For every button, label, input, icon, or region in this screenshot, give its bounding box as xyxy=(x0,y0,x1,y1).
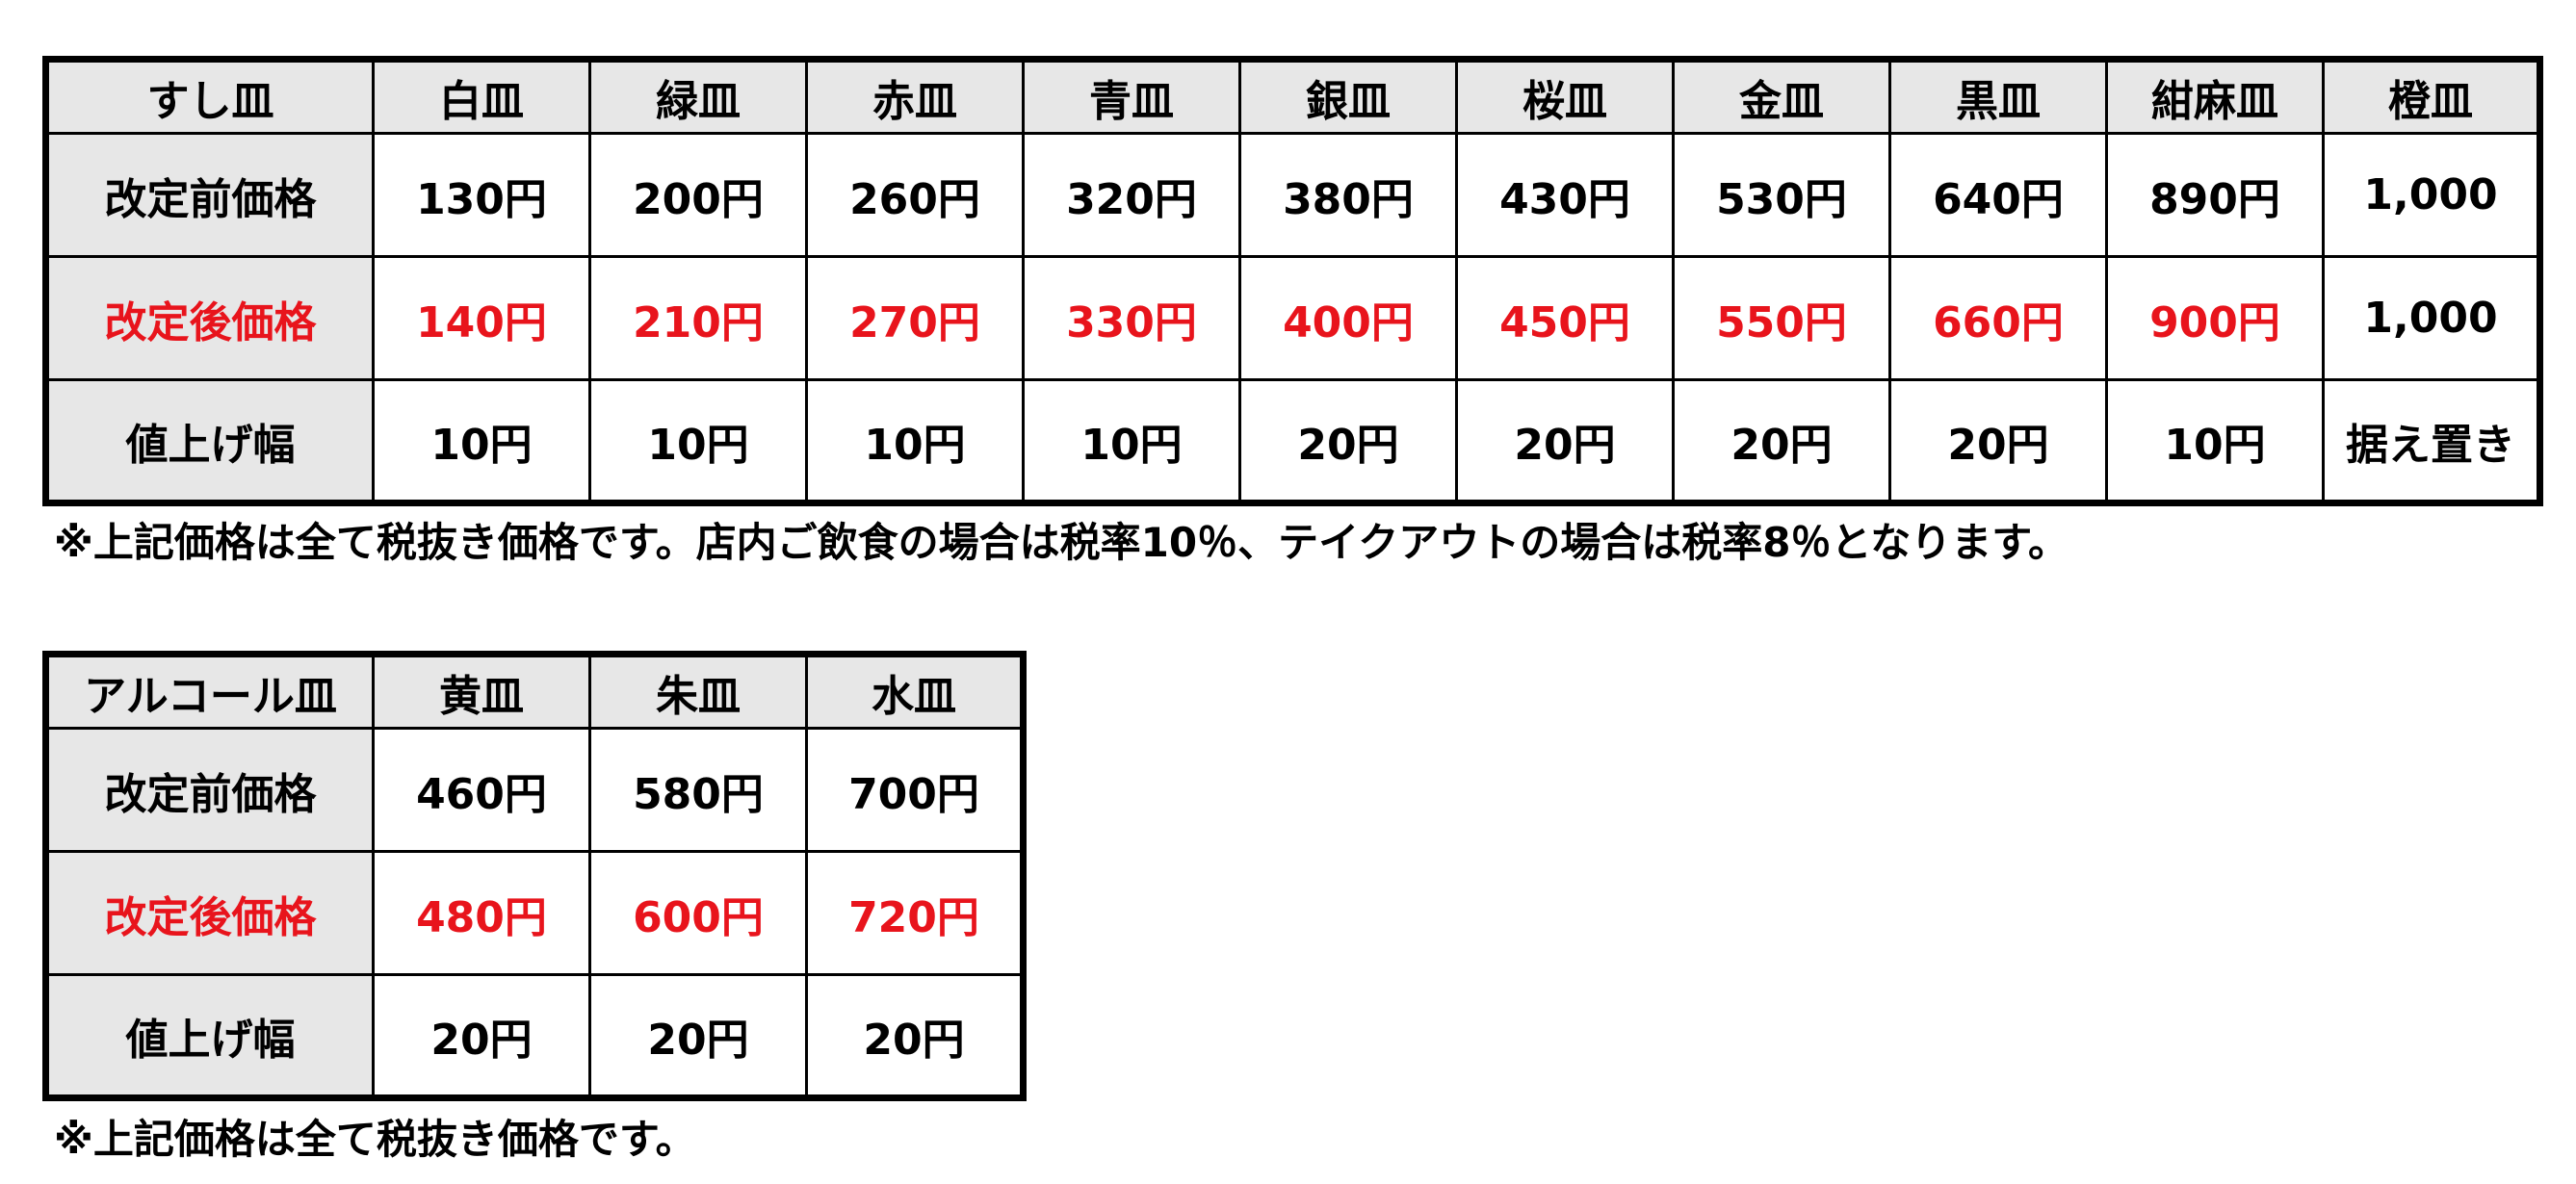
revised-price-cell: 210円 xyxy=(588,255,808,381)
revised-price-cell: 1,000 xyxy=(2322,255,2541,381)
plate-header-black: 黒皿 xyxy=(1888,58,2108,135)
increase-cell: 20円 xyxy=(372,973,591,1099)
sushi-row-before-price: 改定前価格 130円 200円 260円 320円 380円 430円 530円… xyxy=(44,132,2541,258)
plate-header-water: 水皿 xyxy=(805,653,1025,730)
sushi-row-increase: 値上げ幅 10円 10円 10円 10円 20円 20円 20円 20円 10円… xyxy=(44,378,2541,504)
plate-header-green: 緑皿 xyxy=(588,58,808,135)
revised-price-cell: 270円 xyxy=(805,255,1025,381)
increase-cell: 20円 xyxy=(1238,378,1458,504)
increase-cell: 10円 xyxy=(1022,378,1241,504)
revised-price-cell: 450円 xyxy=(1455,255,1675,381)
increase-cell: 据え置き xyxy=(2322,378,2541,504)
sushi-header-label: すし皿 xyxy=(44,58,375,135)
alcohol-row-before-price: 改定前価格 460円 580円 700円 xyxy=(44,727,1025,853)
alcohol-row-increase: 値上げ幅 20円 20円 20円 xyxy=(44,973,1025,1099)
increase-cell: 20円 xyxy=(1672,378,1891,504)
increase-cell: 20円 xyxy=(805,973,1025,1099)
price-cell: 200円 xyxy=(588,132,808,258)
plate-header-orange: 橙皿 xyxy=(2322,58,2541,135)
revised-price-cell: 330円 xyxy=(1022,255,1241,381)
price-cell: 580円 xyxy=(588,727,808,853)
alcohol-header-row: アルコール皿 黄皿 朱皿 水皿 xyxy=(44,653,1025,730)
price-cell: 890円 xyxy=(2105,132,2325,258)
alcohol-row-after-price: 改定後価格 480円 600円 720円 xyxy=(44,850,1025,976)
alcohol-header-label: アルコール皿 xyxy=(44,653,375,730)
revised-price-cell: 140円 xyxy=(372,255,591,381)
price-cell: 530円 xyxy=(1672,132,1891,258)
price-cell: 1,000 xyxy=(2322,132,2541,258)
plate-header-sakura: 桜皿 xyxy=(1455,58,1675,135)
price-cell: 460円 xyxy=(372,727,591,853)
sushi-price-table: すし皿 白皿 緑皿 赤皿 青皿 銀皿 桜皿 金皿 黒皿 紺麻皿 橙皿 改定前価格… xyxy=(42,56,2543,506)
row-label-increase: 値上げ幅 xyxy=(44,378,375,504)
revised-price-cell: 480円 xyxy=(372,850,591,976)
revised-price-cell: 660円 xyxy=(1888,255,2108,381)
plate-header-gold: 金皿 xyxy=(1672,58,1891,135)
revised-price-cell: 400円 xyxy=(1238,255,1458,381)
row-label-after-price: 改定後価格 xyxy=(44,850,375,976)
plate-header-white: 白皿 xyxy=(372,58,591,135)
row-label-increase: 値上げ幅 xyxy=(44,973,375,1099)
increase-cell: 10円 xyxy=(372,378,591,504)
plate-header-navy: 紺麻皿 xyxy=(2105,58,2325,135)
price-cell: 640円 xyxy=(1888,132,2108,258)
revised-price-cell: 550円 xyxy=(1672,255,1891,381)
alcohol-tax-note: ※上記価格は全て税抜き価格です。 xyxy=(54,1116,696,1163)
increase-cell: 20円 xyxy=(1455,378,1675,504)
row-label-before-price: 改定前価格 xyxy=(44,727,375,853)
plate-header-vermilion: 朱皿 xyxy=(588,653,808,730)
price-cell: 320円 xyxy=(1022,132,1241,258)
sushi-row-after-price: 改定後価格 140円 210円 270円 330円 400円 450円 550円… xyxy=(44,255,2541,381)
revised-price-cell: 720円 xyxy=(805,850,1025,976)
increase-cell: 20円 xyxy=(1888,378,2108,504)
alcohol-price-table: アルコール皿 黄皿 朱皿 水皿 改定前価格 460円 580円 700円 改定後… xyxy=(42,651,1027,1101)
price-cell: 260円 xyxy=(805,132,1025,258)
row-label-after-price: 改定後価格 xyxy=(44,255,375,381)
price-cell: 700円 xyxy=(805,727,1025,853)
price-cell: 430円 xyxy=(1455,132,1675,258)
plate-header-red: 赤皿 xyxy=(805,58,1025,135)
increase-cell: 10円 xyxy=(588,378,808,504)
plate-header-silver: 銀皿 xyxy=(1238,58,1458,135)
revised-price-cell: 900円 xyxy=(2105,255,2325,381)
sushi-header-row: すし皿 白皿 緑皿 赤皿 青皿 銀皿 桜皿 金皿 黒皿 紺麻皿 橙皿 xyxy=(44,58,2541,135)
plate-header-blue: 青皿 xyxy=(1022,58,1241,135)
row-label-before-price: 改定前価格 xyxy=(44,132,375,258)
price-cell: 130円 xyxy=(372,132,591,258)
increase-cell: 20円 xyxy=(588,973,808,1099)
sushi-tax-note: ※上記価格は全て税抜き価格です。店内ご飲食の場合は税率10％、テイクアウトの場合… xyxy=(54,519,2069,566)
revised-price-cell: 600円 xyxy=(588,850,808,976)
increase-cell: 10円 xyxy=(805,378,1025,504)
plate-header-yellow: 黄皿 xyxy=(372,653,591,730)
price-cell: 380円 xyxy=(1238,132,1458,258)
increase-cell: 10円 xyxy=(2105,378,2325,504)
